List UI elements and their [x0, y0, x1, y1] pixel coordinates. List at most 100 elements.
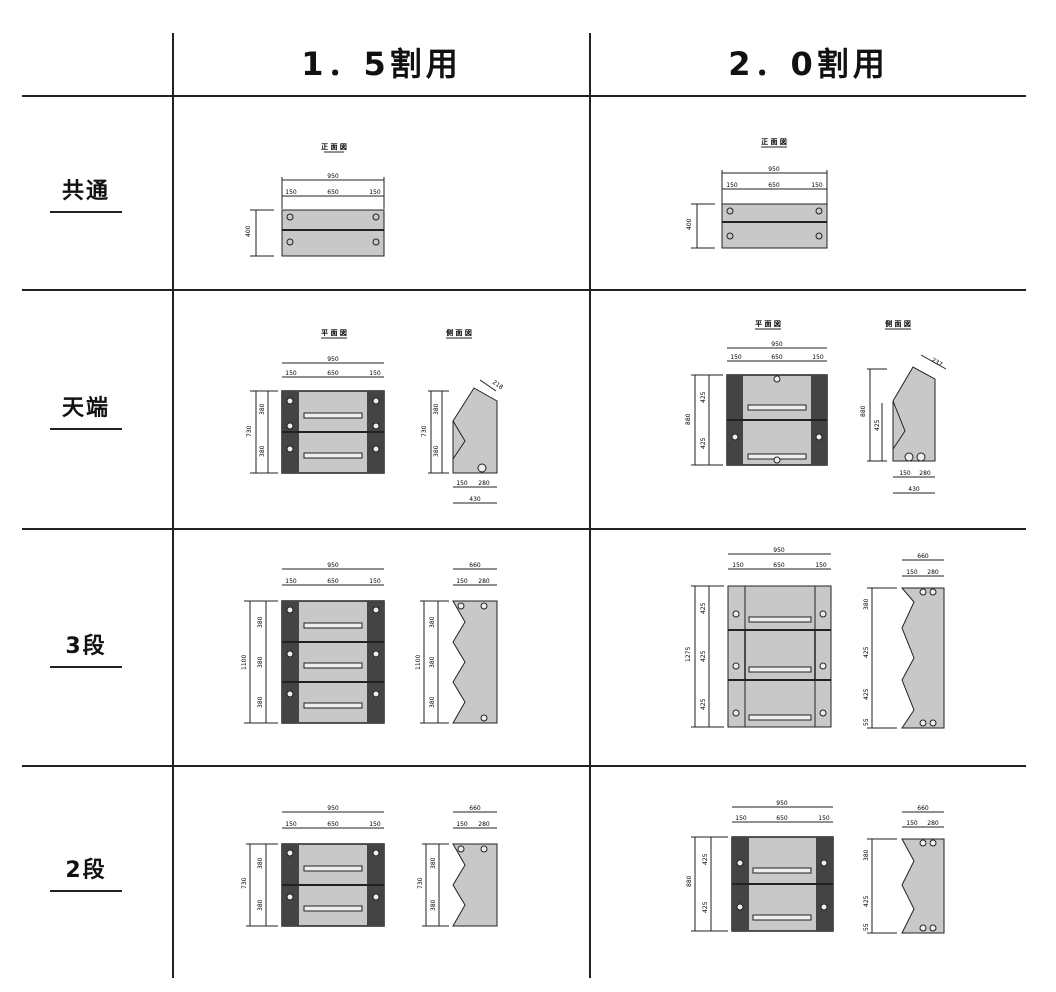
- bolt-hole: [480, 845, 488, 853]
- dim-side-right: 280: [478, 578, 490, 585]
- dim-overall-width: 950: [768, 166, 780, 173]
- dim-base-right: 280: [919, 470, 931, 477]
- dim-center: 650: [327, 578, 339, 585]
- block-side: [452, 843, 498, 927]
- dim-side-width: 660: [917, 805, 929, 812]
- row-header-2tier: 2段: [0, 767, 172, 977]
- block-side-strip: [282, 601, 299, 723]
- block-front: [281, 209, 385, 257]
- bolt-hole: [372, 893, 380, 901]
- bolt-hole: [731, 433, 739, 441]
- dim-height: 730: [246, 425, 253, 437]
- dim-base-left: 150: [899, 470, 911, 477]
- block-side: [901, 838, 945, 934]
- grid-hline-1: [22, 289, 1026, 291]
- bolt-hole: [286, 213, 294, 221]
- row-header-common: 共通: [0, 97, 172, 289]
- slot: [748, 616, 812, 623]
- dim-tier: 425: [700, 650, 707, 662]
- bolt-hole: [916, 452, 926, 462]
- dim-height: 880: [686, 875, 693, 887]
- dim-center: 650: [776, 815, 788, 822]
- dim-top: 237: [930, 357, 944, 369]
- dim-center: 650: [771, 354, 783, 361]
- dim-side-left: 150: [456, 578, 468, 585]
- dim-tier: 425: [700, 698, 707, 710]
- side-step: [452, 420, 466, 460]
- block-plan: [744, 585, 816, 728]
- dim-tier: 380: [257, 696, 264, 708]
- dim-side-right: 280: [927, 820, 939, 827]
- plan-view-title: 平 面 図: [321, 328, 347, 337]
- dim-right: 150: [818, 815, 830, 822]
- dim-tier: 380: [433, 445, 440, 457]
- bolt-hole: [815, 232, 823, 240]
- dim-left: 150: [285, 578, 297, 585]
- block-side: [892, 366, 936, 462]
- bolt-hole: [929, 839, 937, 847]
- plan-view-title: 平 面 図: [755, 319, 781, 328]
- dim-left: 150: [726, 182, 738, 189]
- bolt-hole: [736, 859, 744, 867]
- bolt-hole: [726, 207, 734, 215]
- drawing-common-20: 正 面 図 950 150 650 150 400: [591, 97, 1026, 289]
- row-underline: [50, 211, 122, 213]
- row-underline: [50, 427, 122, 430]
- bolt-hole: [919, 924, 927, 932]
- side-step: [892, 400, 906, 450]
- block-wing: [814, 585, 832, 728]
- slot: [303, 905, 363, 912]
- dim-foot: 55: [863, 923, 870, 931]
- dim-height: 730: [417, 877, 424, 889]
- slot: [303, 662, 363, 669]
- block-side: [900, 587, 945, 729]
- dim-overall-width: 950: [327, 356, 339, 363]
- dim-height: 880: [685, 413, 692, 425]
- dim-base-total: 430: [908, 486, 920, 493]
- bolt-hole: [732, 662, 740, 670]
- bolt-hole: [372, 238, 380, 246]
- bolt-hole: [773, 375, 781, 383]
- bolt-hole: [815, 433, 823, 441]
- dim-right: 150: [369, 821, 381, 828]
- drawing-common-15: 正 面 図 950 150 650 150 400: [174, 97, 589, 289]
- dim-height: 1100: [241, 655, 248, 670]
- dim-height: 400: [686, 218, 693, 230]
- dim-tier: 380: [863, 849, 870, 861]
- slot: [303, 452, 363, 459]
- dim-height: 730: [241, 877, 248, 889]
- dim-tier: 425: [863, 895, 870, 907]
- slot: [303, 622, 363, 629]
- bolt-hole: [286, 238, 294, 246]
- bolt-hole: [819, 709, 827, 717]
- bolt-hole: [820, 903, 828, 911]
- dim-tier: 425: [863, 646, 870, 658]
- row-header-top: 天端: [0, 291, 172, 528]
- dim-line: [479, 379, 497, 392]
- dim-height: 880: [860, 405, 867, 417]
- slot: [303, 702, 363, 709]
- bolt-hole: [286, 397, 294, 405]
- dim-tier: 425: [874, 419, 881, 431]
- bolt-hole: [372, 213, 380, 221]
- drawing-2tier-20: 950 150 650 150 880 425 425 660 150 280 …: [591, 767, 1026, 977]
- grid-hline-2: [22, 528, 1026, 530]
- dim-height: 730: [421, 425, 428, 437]
- grid-hline-3: [22, 765, 1026, 767]
- slot: [303, 412, 363, 419]
- dim-center: 650: [327, 370, 339, 377]
- bolt-hole: [286, 422, 294, 430]
- bolt-hole: [726, 232, 734, 240]
- drawing-3tier-15: 950 150 650 150 1100 380 380 380 660 150…: [174, 530, 589, 765]
- dim-right: 150: [369, 189, 381, 196]
- bolt-hole: [372, 445, 380, 453]
- dim-right: 150: [369, 370, 381, 377]
- dim-tier: 380: [257, 656, 264, 668]
- row-header-3tier: 3段: [0, 530, 172, 765]
- dim-side-width: 660: [469, 805, 481, 812]
- row-underline: [50, 890, 122, 892]
- front-view-title: 正 面 図: [761, 137, 787, 146]
- grid-vline-mid: [589, 33, 591, 978]
- dim-overall-width: 950: [771, 341, 783, 348]
- dim-left: 150: [285, 370, 297, 377]
